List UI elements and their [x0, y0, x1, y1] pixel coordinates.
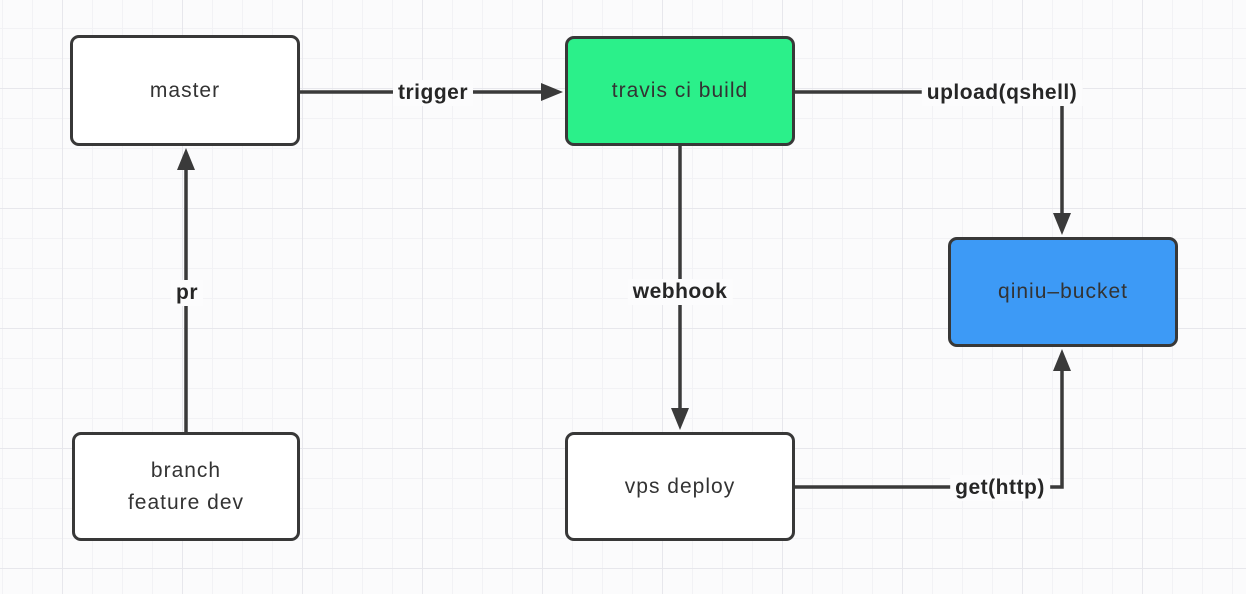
edge-webhook-arrowhead [671, 408, 689, 430]
node-travis-ci-build[interactable]: travis ci build [565, 36, 795, 146]
edge-label-trigger: trigger [392, 80, 474, 106]
node-travis-ci-build-label: travis ci build [611, 79, 749, 103]
edge-get-http-line [795, 371, 1064, 489]
edge-trigger-arrowhead [541, 83, 563, 101]
node-branch-feature-dev[interactable]: branch feature dev [72, 432, 300, 541]
edge-upload-qshell-line [795, 90, 1064, 215]
node-master-label: master [149, 78, 221, 102]
node-branch-feature-dev-label-line1: branch [150, 459, 222, 482]
node-vps-deploy-label: vps deploy [624, 474, 736, 498]
edge-label-pr: pr [171, 280, 203, 306]
node-branch-feature-dev-label-line2: feature dev [127, 490, 245, 514]
edge-upload-qshell-arrowhead [1053, 213, 1071, 235]
edge-get-http-arrowhead [1053, 349, 1071, 371]
edge-label-webhook: webhook [627, 279, 733, 305]
node-vps-deploy[interactable]: vps deploy [565, 432, 795, 541]
edge-label-get-http: get(http) [950, 475, 1050, 501]
node-master[interactable]: master [70, 35, 300, 146]
node-qiniu-bucket-label: qiniu–bucket [998, 280, 1128, 304]
node-qiniu-bucket[interactable]: qiniu–bucket [948, 237, 1178, 347]
edge-pr-arrowhead [177, 148, 195, 170]
edge-label-upload-qshell: upload(qshell) [921, 80, 1083, 106]
